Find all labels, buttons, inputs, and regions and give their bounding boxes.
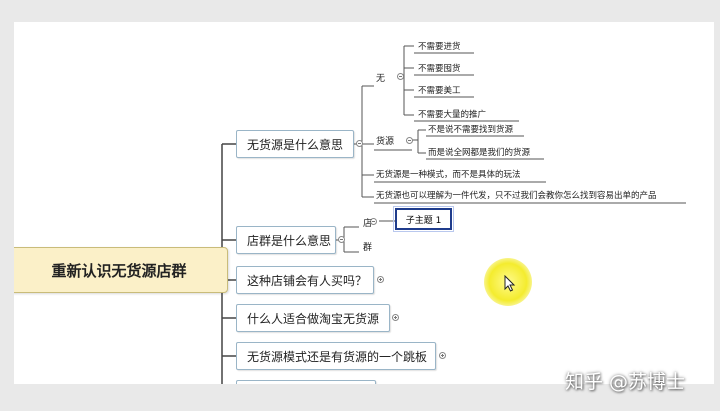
collapse-icon[interactable] [406,137,413,144]
subtopic-item[interactable]: 不需要美工 [418,86,461,96]
mindmap-canvas[interactable]: 重新认识无货源店群 无货源是什么意思 店群是什么意思 这种店铺会有人买吗？ 什么… [14,22,714,384]
note-item[interactable]: 无货源是一种模式，而不是具体的玩法 [376,170,521,180]
collapse-icon[interactable] [338,236,345,243]
branch-topic-who-should-do-it[interactable]: 什么人适合做淘宝无货源 [236,304,390,332]
branch-topic-partial[interactable] [236,380,376,384]
selected-subtopic[interactable]: 子主题 1 [393,206,454,232]
branch-topic-what-is-store-group[interactable]: 店群是什么意思 [236,226,336,254]
group-label-wu[interactable]: 无 [376,74,386,84]
note-item[interactable]: 无货源也可以理解为一件代发，只不过我们会教你怎么找到容易出单的产品 [376,191,657,201]
branch-topic-springboard[interactable]: 无货源模式还是有货源的一个跳板 [236,342,436,370]
collapse-icon[interactable] [397,73,404,80]
expand-icon[interactable] [392,314,399,321]
collapse-icon[interactable] [356,140,363,147]
subtopic-item[interactable]: 而是说全网都是我们的货源 [428,148,531,158]
watermark: 知乎 @苏博士 [565,371,686,393]
label-qun[interactable]: 群 [363,243,373,253]
collapse-icon[interactable] [370,218,377,225]
root-topic[interactable]: 重新认识无货源店群 [14,247,228,293]
group-label-huoyuan[interactable]: 货源 [376,137,395,147]
connector-lines [218,45,686,384]
subtopic-item[interactable]: 不需要进货 [418,42,461,52]
subtopic-item[interactable]: 不需要囤货 [418,64,461,74]
subtopic-item[interactable]: 不需要大量的推广 [418,110,487,120]
expand-icon[interactable] [377,276,384,283]
subtopic-item[interactable]: 不是说不需要找到货源 [428,125,514,135]
branch-topic-what-is-no-stock[interactable]: 无货源是什么意思 [236,130,354,158]
mouse-cursor-icon [504,275,516,292]
expand-icon[interactable] [439,352,446,359]
label-dian[interactable]: 店 [363,219,373,229]
branch-topic-will-people-buy[interactable]: 这种店铺会有人买吗？ [236,266,374,294]
